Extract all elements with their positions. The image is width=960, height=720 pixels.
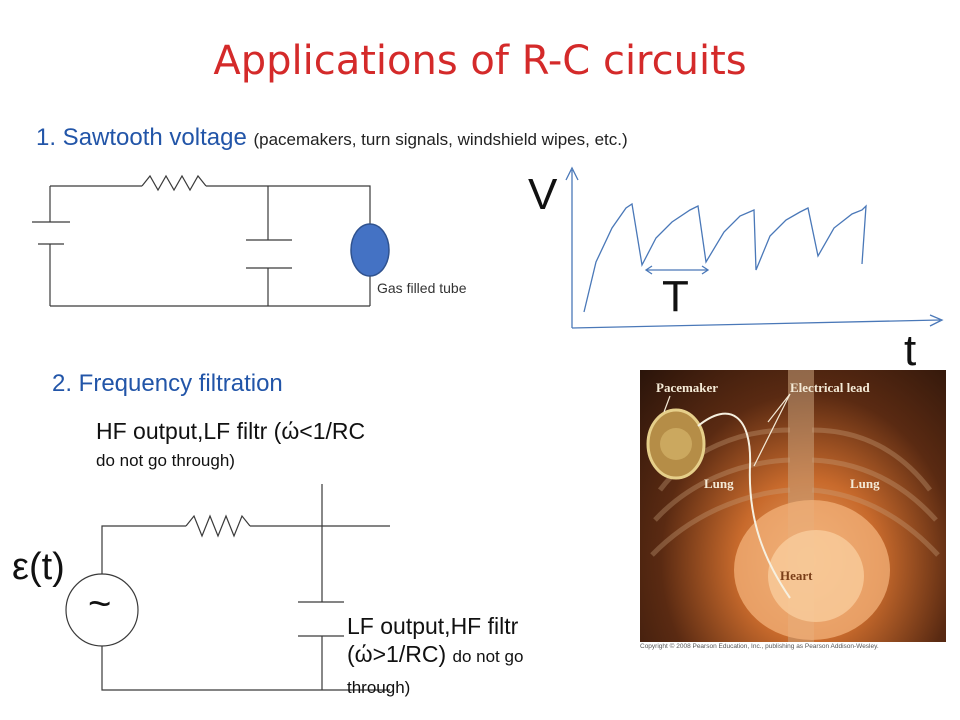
- lf-output-small: do not go through): [347, 647, 524, 697]
- source-label: ε(t): [12, 546, 65, 588]
- photo-label-lead: Electrical lead: [790, 380, 870, 395]
- ac-source-circle: [65, 573, 139, 647]
- hf-output-small: do not go through): [96, 451, 235, 470]
- graph-y-arrow: [565, 166, 579, 181]
- graph-x-axis: [571, 319, 941, 329]
- circuit1-resistor: [141, 174, 207, 192]
- sawtooth-heading: 1. Sawtooth voltage (pacemakers, turn si…: [36, 124, 628, 152]
- photo-label-pacemaker: Pacemaker: [656, 380, 719, 395]
- sawtooth-wave: [583, 202, 867, 313]
- gas-filled-tube: [350, 223, 390, 277]
- hf-output-note: HF output,LF filtr (ώ<1/RC do not go thr…: [96, 418, 366, 474]
- graph-y-label: V: [528, 170, 558, 219]
- sawtooth-heading-examples: (pacemakers, turn signals, windshield wi…: [253, 130, 628, 149]
- circuit2-bottom-wire: [101, 646, 390, 691]
- graph-period-label: T: [662, 272, 689, 321]
- graph-x-label: t: [904, 326, 917, 375]
- photo-copyright: Copyright © 2008 Pearson Education, Inc.…: [640, 643, 879, 650]
- pacemaker-xray-photo: Pacemaker Electrical lead Lung Lung Hear…: [640, 370, 946, 642]
- sawtooth-heading-main: 1. Sawtooth voltage: [36, 124, 247, 151]
- circuit2-resistor: [185, 514, 251, 538]
- circuit2-top-wire: [101, 525, 186, 574]
- filtration-heading: 2. Frequency filtration: [52, 370, 283, 397]
- gas-tube-label: Gas filled tube: [377, 280, 467, 296]
- lf-output-main: LF output,HF filtr (ώ>1/RC): [347, 613, 519, 667]
- photo-label-lung-right: Lung: [850, 476, 880, 491]
- slide-title: Applications of R-C circuits: [213, 38, 747, 84]
- circuit1-top-wire-right: [206, 185, 371, 225]
- photo-label-lung-left: Lung: [704, 476, 734, 491]
- ac-source-symbol: ~: [88, 582, 112, 626]
- graph-x-arrow: [929, 314, 944, 327]
- hf-output-main: HF output,LF filtr (ώ<1/RC: [96, 418, 366, 444]
- photo-label-heart: Heart: [780, 568, 813, 583]
- electrical-lead: [697, 412, 791, 599]
- lf-output-note: LF output,HF filtr (ώ>1/RC) do not go th…: [347, 612, 587, 702]
